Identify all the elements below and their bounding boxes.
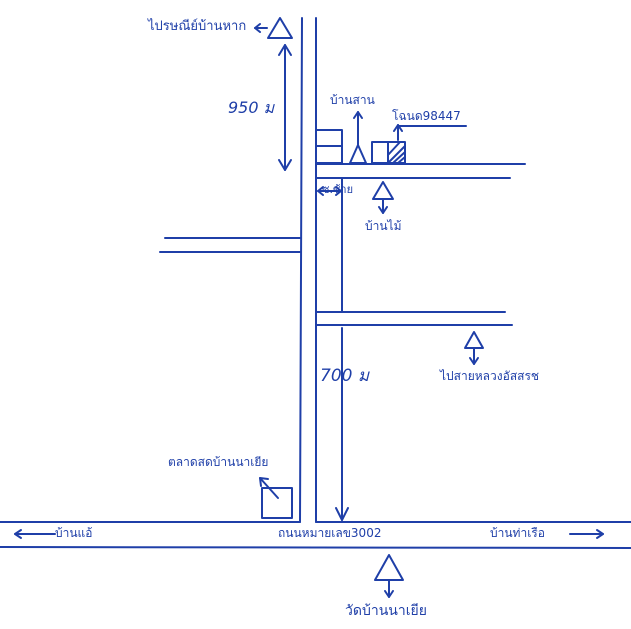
arrow-icon [378,206,388,214]
arrow-icon [335,507,349,521]
north-target-label: ไปรษณีย์บ้านหาก [148,19,247,34]
arrow-icon [335,186,342,196]
plot-hatch-icon [397,156,406,164]
landmark-triangle-icon [374,554,404,581]
arrow-icon [469,357,479,365]
arrow-icon [14,529,22,539]
arrow-icon [259,477,269,487]
distance-700-label: 700 ม [320,366,370,386]
plot-hatch-icon [392,151,406,164]
landmark-triangle-icon [372,181,394,200]
arrow-icon [259,477,279,499]
landmark-triangle-icon [349,144,367,164]
road-line [299,17,303,523]
arrow-icon [353,111,363,119]
sub-soi-label: ซ.ซ้าย [322,183,354,196]
arrow-icon [317,186,324,196]
market-building-icon [261,487,293,519]
distance-950-label: 950 ม [228,98,275,117]
main-road-label: ถนนหมายเลข3002 [278,526,382,540]
landmark-triangle-icon [464,331,484,349]
plot-hatch-icon [387,145,406,164]
landmark-triangle-icon [267,17,293,39]
ban-san-label: บ้านสาน [330,93,375,107]
plot-label: โฉนด98447 [392,109,461,123]
arrow-icon [254,23,261,33]
temple-label: วัดบ้านนาเยีย [345,603,427,619]
market-label: ตลาดสดบ้านนาเยีย [168,455,269,469]
road-line [0,546,631,549]
east-road-label: ไปสายหลวงอัสสรช [440,369,540,383]
arrow-icon [384,590,394,598]
plot-hatch-icon [387,141,401,156]
arrow-icon [278,159,292,171]
arrow-icon [596,529,604,539]
east-destination-label: บ้านท่าเรือ [490,526,545,540]
ban-mai-label: บ้านไม้ [365,219,402,233]
arrow-icon [278,44,292,56]
west-destination-label: บ้านแอ้ [55,526,93,540]
